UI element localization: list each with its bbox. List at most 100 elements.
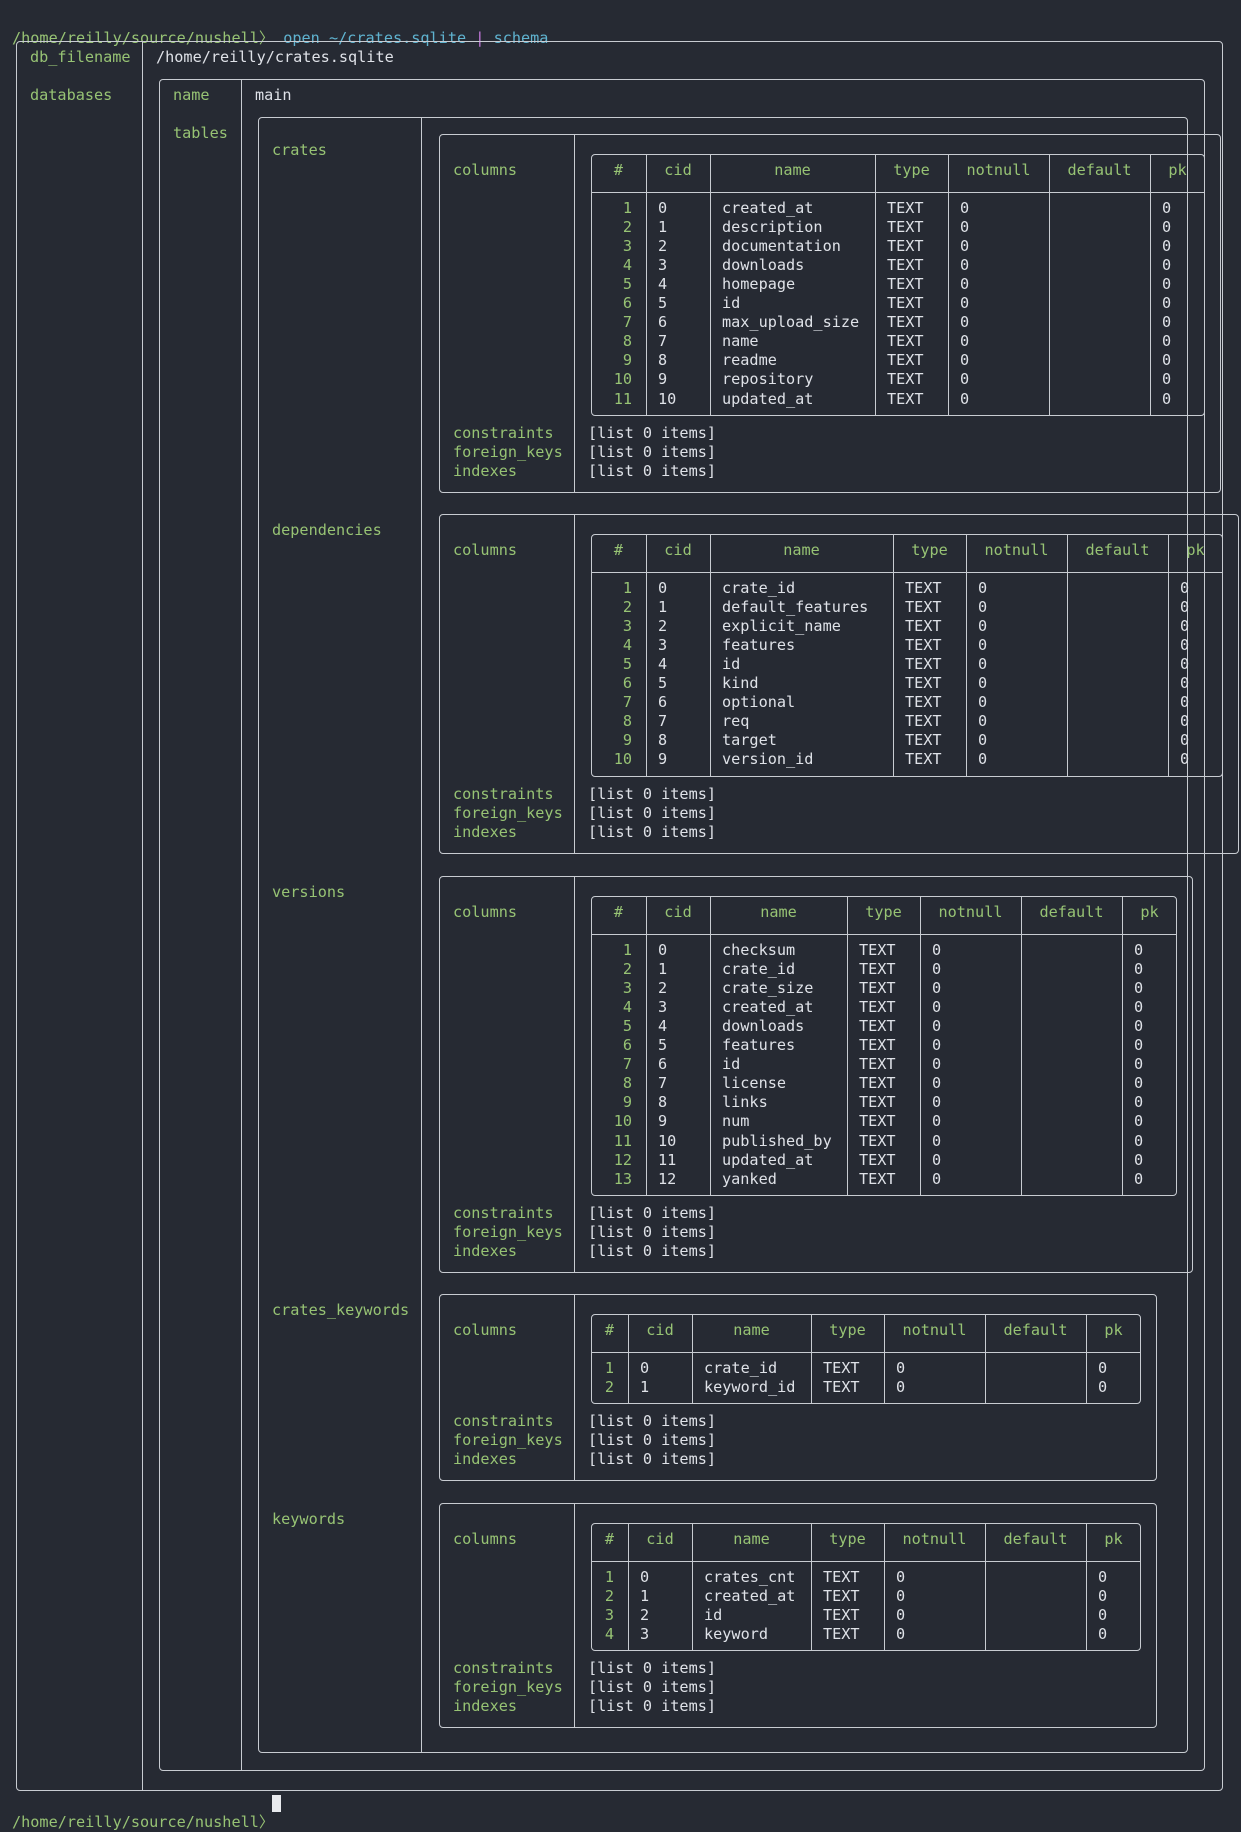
table-cell: TEXT <box>823 1606 860 1625</box>
table-cell: 0 <box>640 1359 650 1377</box>
tables-key: tables <box>173 124 228 142</box>
table-cell: 7 <box>658 712 668 731</box>
table-cell: 0 <box>1162 332 1172 351</box>
table-cell: 0 <box>1134 998 1144 1017</box>
row-index: 1 <box>604 1568 614 1586</box>
table-name-crates: crates <box>272 141 327 159</box>
table-cell: downloads <box>722 1017 805 1036</box>
columns-table-col-sep-dependencies <box>710 534 711 777</box>
table-cell: TEXT <box>887 351 924 370</box>
table-cell: 0 <box>1134 1131 1144 1150</box>
table-cell: 0 <box>1098 1606 1108 1625</box>
column-header-type-keywords: type <box>829 1530 866 1548</box>
table-cell: 8 <box>658 731 668 750</box>
table-cell: TEXT <box>905 598 942 617</box>
columns-key-crates: columns <box>453 161 518 179</box>
table-cell: TEXT <box>887 313 924 332</box>
columns-table-col-sep-dependencies <box>1067 534 1068 777</box>
table-cell: max_upload_size <box>722 313 860 332</box>
table-cell: 12 <box>658 1169 677 1188</box>
column-header-cid-versions: cid <box>664 903 692 921</box>
indexes-value-dependencies: [list 0 items] <box>588 822 717 841</box>
table-cell: 10 <box>658 1131 677 1150</box>
column-header-default-crates: default <box>1067 161 1132 179</box>
table-cell: 1 <box>658 218 668 237</box>
table-cell: 0 <box>960 370 970 389</box>
final-prompt-marker: 〉 <box>258 1813 275 1831</box>
column-header-pk-keywords: pk <box>1104 1530 1123 1548</box>
table-cell: 1 <box>640 1378 650 1397</box>
column-header-pk-dependencies: pk <box>1186 541 1205 559</box>
table-cell: 9 <box>658 750 668 769</box>
table-cell: 0 <box>1180 655 1190 674</box>
row-index: 6 <box>622 294 632 313</box>
table-cell: 0 <box>960 218 970 237</box>
table-cell: 3 <box>658 998 668 1017</box>
table-name-versions: versions <box>272 883 346 901</box>
table-cell: 0 <box>1098 1568 1108 1586</box>
tables-record-divider <box>421 117 422 1753</box>
table-cell: created_at <box>722 998 814 1017</box>
row-index: 2 <box>604 1587 614 1606</box>
table-cell: 0 <box>978 598 988 617</box>
table-cell: crate_size <box>722 979 814 998</box>
table-cell: downloads <box>722 256 805 275</box>
column-header-notnull-keywords: notnull <box>902 1530 967 1548</box>
table-cell: 0 <box>932 1112 942 1131</box>
columns-table-col-sep-versions <box>847 896 848 1196</box>
table-cell: features <box>722 1036 796 1055</box>
table-cell: 6 <box>658 313 668 332</box>
columns-table-col-sep-versions <box>920 896 921 1196</box>
constraints-key-versions: constraints <box>453 1203 554 1222</box>
table-cell: description <box>722 218 823 237</box>
table-cell: 0 <box>978 617 988 636</box>
table-cell: 0 <box>640 1568 650 1586</box>
table-cell: 0 <box>932 1017 942 1036</box>
table-cell: 0 <box>1134 960 1144 979</box>
table-cell: 0 <box>960 199 970 217</box>
row-index: 9 <box>622 1093 632 1112</box>
table-cell: yanked <box>722 1169 777 1188</box>
constraints-value-crates-keywords: [list 0 items] <box>588 1412 717 1431</box>
table-cell: name <box>722 332 759 351</box>
table-cell: 0 <box>978 731 988 750</box>
table-cell: 0 <box>978 712 988 731</box>
prompt-marker: 〉 <box>258 29 275 47</box>
column-header-notnull-versions: notnull <box>938 903 1003 921</box>
table-cell: 1 <box>640 1587 650 1606</box>
constraints-key-crates-keywords: constraints <box>453 1412 554 1431</box>
table-cell: 0 <box>1180 579 1190 597</box>
table-cell: 0 <box>1180 750 1190 769</box>
columns-table-col-sep-dependencies <box>893 534 894 777</box>
table-cell: TEXT <box>859 1093 896 1112</box>
table-cell: 2 <box>658 237 668 256</box>
db-filename-key: db_filename <box>30 48 131 66</box>
subcommand-text: schema <box>493 29 549 47</box>
table-record-divider-crates-keywords <box>574 1294 575 1482</box>
table-cell: 0 <box>1134 1017 1144 1036</box>
row-index: 4 <box>604 1625 614 1644</box>
row-index: 3 <box>604 1606 614 1625</box>
table-cell: 0 <box>932 1074 942 1093</box>
table-cell: TEXT <box>887 256 924 275</box>
table-name-keywords: keywords <box>272 1510 346 1528</box>
foreign-keys-value-dependencies: [list 0 items] <box>588 803 717 822</box>
table-cell: crate_id <box>704 1359 778 1377</box>
table-cell: 9 <box>658 370 668 389</box>
table-cell: TEXT <box>905 655 942 674</box>
indexes-key-versions: indexes <box>453 1241 518 1260</box>
table-cell: checksum <box>722 941 796 959</box>
table-cell: 5 <box>658 674 668 693</box>
terminal-cursor[interactable] <box>272 1795 281 1812</box>
column-header-notnull-crates: notnull <box>966 161 1031 179</box>
table-cell: 0 <box>1180 598 1190 617</box>
row-index: 3 <box>622 979 632 998</box>
foreign-keys-key-dependencies: foreign_keys <box>453 803 563 822</box>
table-cell: 0 <box>1180 731 1190 750</box>
table-cell: TEXT <box>905 579 942 597</box>
table-cell: 0 <box>1162 351 1172 370</box>
foreign-keys-value-versions: [list 0 items] <box>588 1222 717 1241</box>
columns-table-col-sep-versions <box>646 896 647 1196</box>
row-index: 8 <box>622 1074 632 1093</box>
table-cell: default_features <box>722 598 869 617</box>
